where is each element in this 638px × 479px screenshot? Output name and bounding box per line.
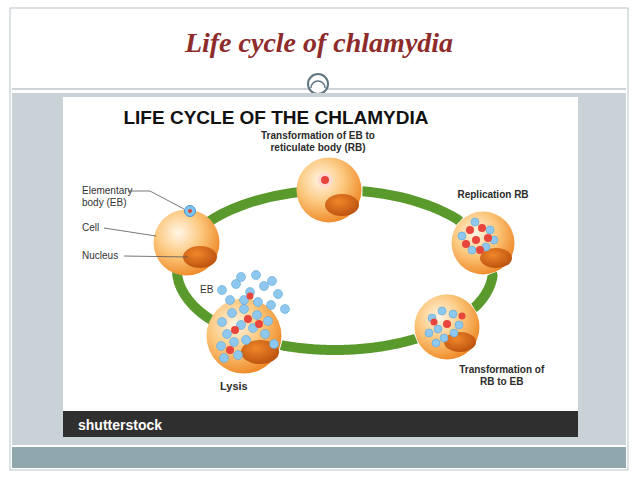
panel-background	[12, 93, 626, 445]
stage-label: Lysis	[220, 380, 260, 392]
cell-outline	[451, 211, 515, 275]
footer-bar	[63, 411, 578, 437]
leader-line	[124, 256, 188, 257]
watermark-logo: shutterstock	[78, 417, 198, 434]
elementary-body	[185, 206, 196, 217]
chlamydia-body	[252, 271, 261, 280]
stage-cell: Transformation of RB to EB	[414, 294, 480, 360]
cell-outline	[414, 294, 480, 360]
callout-label: Elementary body (EB)	[82, 185, 146, 209]
leader-line	[128, 191, 184, 209]
diagram-heading: LIFE CYCLE OF THE CHLAMYDIA	[96, 106, 456, 129]
cell-outline	[206, 298, 282, 374]
chlamydia-body	[268, 277, 277, 286]
chlamydia-body	[260, 282, 269, 291]
bottom-band	[12, 447, 626, 468]
chlamydia-body	[232, 280, 241, 289]
host-cell	[154, 210, 220, 276]
stage-label: Transformation of RB to EB	[458, 364, 546, 388]
cell-nucleus	[183, 246, 217, 268]
stage-label: Replication RB	[457, 189, 557, 201]
title-ornament	[308, 74, 328, 94]
cycle-arrow	[362, 191, 459, 221]
leader-line	[104, 228, 156, 236]
chlamydia-body	[281, 305, 290, 314]
callout-label: Nucleus	[82, 250, 132, 262]
callout-label: EB	[200, 284, 220, 296]
stage-cell: Replication RB	[451, 211, 515, 275]
chlamydia-body	[274, 290, 283, 299]
callout-label: Cell	[82, 222, 122, 234]
elementary-body	[188, 209, 192, 213]
stage-cell: Transformation of EB to reticulate body …	[296, 157, 362, 223]
cycle-arrow	[281, 339, 416, 350]
stage-label: Transformation of EB to reticulate body …	[243, 130, 393, 154]
slide-frame	[10, 8, 628, 470]
slide-title: Life cycle of chlamydia	[0, 27, 638, 59]
cell-sphere	[297, 158, 362, 223]
title-ornament	[311, 81, 325, 88]
image-frame	[63, 97, 578, 437]
cell-outline	[296, 157, 362, 223]
chlamydia-body	[218, 286, 227, 295]
cell-sphere	[452, 211, 515, 274]
cell-sphere	[207, 298, 282, 373]
chlamydia-body	[246, 288, 255, 297]
cell-sphere	[414, 294, 479, 359]
stage-cell: Lysis	[206, 298, 282, 374]
chlamydia-body	[237, 273, 246, 282]
cycle-arrow	[474, 273, 493, 307]
